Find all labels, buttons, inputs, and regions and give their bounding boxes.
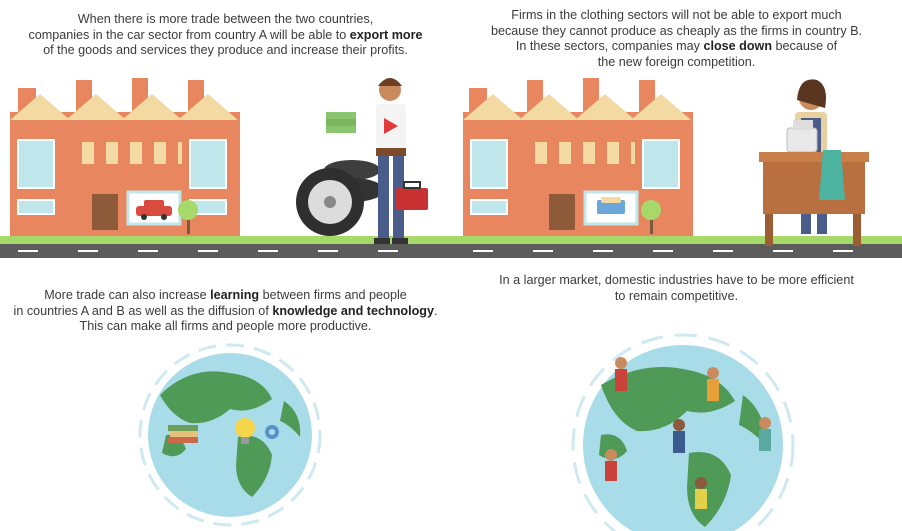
caption-line: companies in the car sector from country…: [0, 28, 451, 44]
desk: [759, 152, 869, 246]
globe-illustration: [138, 343, 322, 527]
tree: [178, 200, 198, 234]
caption-bold-text: close down: [703, 39, 773, 54]
road: [0, 236, 451, 258]
lightbulb-icon: [235, 418, 255, 444]
caption-line: This can make all firms and people more …: [0, 319, 451, 335]
garment: [819, 150, 845, 200]
clothing-town-illustration: [451, 78, 902, 258]
gear-icon: [265, 425, 279, 439]
panel-learning-technology: More trade can also increase learning be…: [0, 265, 451, 531]
caption-text: the new foreign competition.: [597, 54, 756, 69]
toolbox-icon: [396, 181, 428, 210]
caption-bold-text: learning: [210, 288, 260, 302]
caption-line: to remain competitive.: [451, 289, 902, 305]
caption-bold-text: knowledge and technology: [272, 303, 434, 318]
caption-text: because they cannot produce as cheaply a…: [490, 23, 863, 38]
person-marker: [605, 357, 771, 509]
caption-text: because of: [772, 39, 838, 54]
car-icon: [136, 200, 172, 220]
panel-caption: When there is more trade between the two…: [0, 12, 451, 59]
globe-icon: [138, 343, 322, 527]
panel-export-cars: When there is more trade between the two…: [0, 0, 451, 265]
tire-icon: [296, 160, 384, 236]
tree: [641, 200, 661, 234]
caption-line: In these sectors, companies may close do…: [451, 39, 902, 55]
cash-icon: [326, 112, 356, 133]
caption-line: Firms in the clothing sectors will not b…: [451, 8, 902, 24]
fabric-icon: [597, 197, 625, 214]
panel-caption: In a larger market, domestic industries …: [451, 273, 902, 304]
caption-text: In these sectors, companies may: [515, 39, 704, 54]
buildings: [10, 78, 240, 240]
caption-line: When there is more trade between the two…: [0, 12, 451, 28]
caption-text: in countries A and B as well as the diff…: [13, 303, 273, 318]
caption-line: the new foreign competition.: [451, 55, 902, 71]
market-globe-illustration: [571, 333, 795, 531]
caption-bold-text: export more: [349, 27, 423, 42]
caption-text: In a larger market, domestic industries …: [499, 273, 854, 287]
caption-line: of the goods and services they produce a…: [0, 43, 451, 59]
caption-text: between firms and people: [259, 288, 407, 302]
caption-text: of the goods and services they produce a…: [43, 43, 408, 58]
caption-text: .: [433, 303, 438, 318]
panel-caption: More trade can also increase learning be…: [0, 288, 451, 335]
caption-text: More trade can also increase: [44, 288, 211, 302]
caption-text: When there is more trade between the two…: [77, 12, 374, 26]
sewing-machine-icon: [786, 120, 818, 153]
car-town-illustration: [0, 78, 451, 258]
caption-text: Firms in the clothing sectors will not b…: [511, 8, 842, 22]
panel-clothing-sector: Firms in the clothing sectors will not b…: [451, 0, 902, 265]
caption-text: companies in the car sector from country…: [28, 27, 350, 42]
caption-text: to remain competitive.: [614, 288, 739, 303]
caption-line: In a larger market, domestic industries …: [451, 273, 902, 289]
road: [451, 236, 902, 258]
panel-caption: Firms in the clothing sectors will not b…: [451, 8, 902, 70]
panel-larger-market: In a larger market, domestic industries …: [451, 265, 902, 531]
caption-text: This can make all firms and people more …: [79, 319, 372, 334]
caption-line: More trade can also increase learning be…: [0, 288, 451, 304]
caption-line: because they cannot produce as cheaply a…: [451, 24, 902, 40]
caption-line: in countries A and B as well as the diff…: [0, 304, 451, 320]
book-icon: [168, 425, 198, 443]
mechanic-person: [374, 78, 408, 244]
